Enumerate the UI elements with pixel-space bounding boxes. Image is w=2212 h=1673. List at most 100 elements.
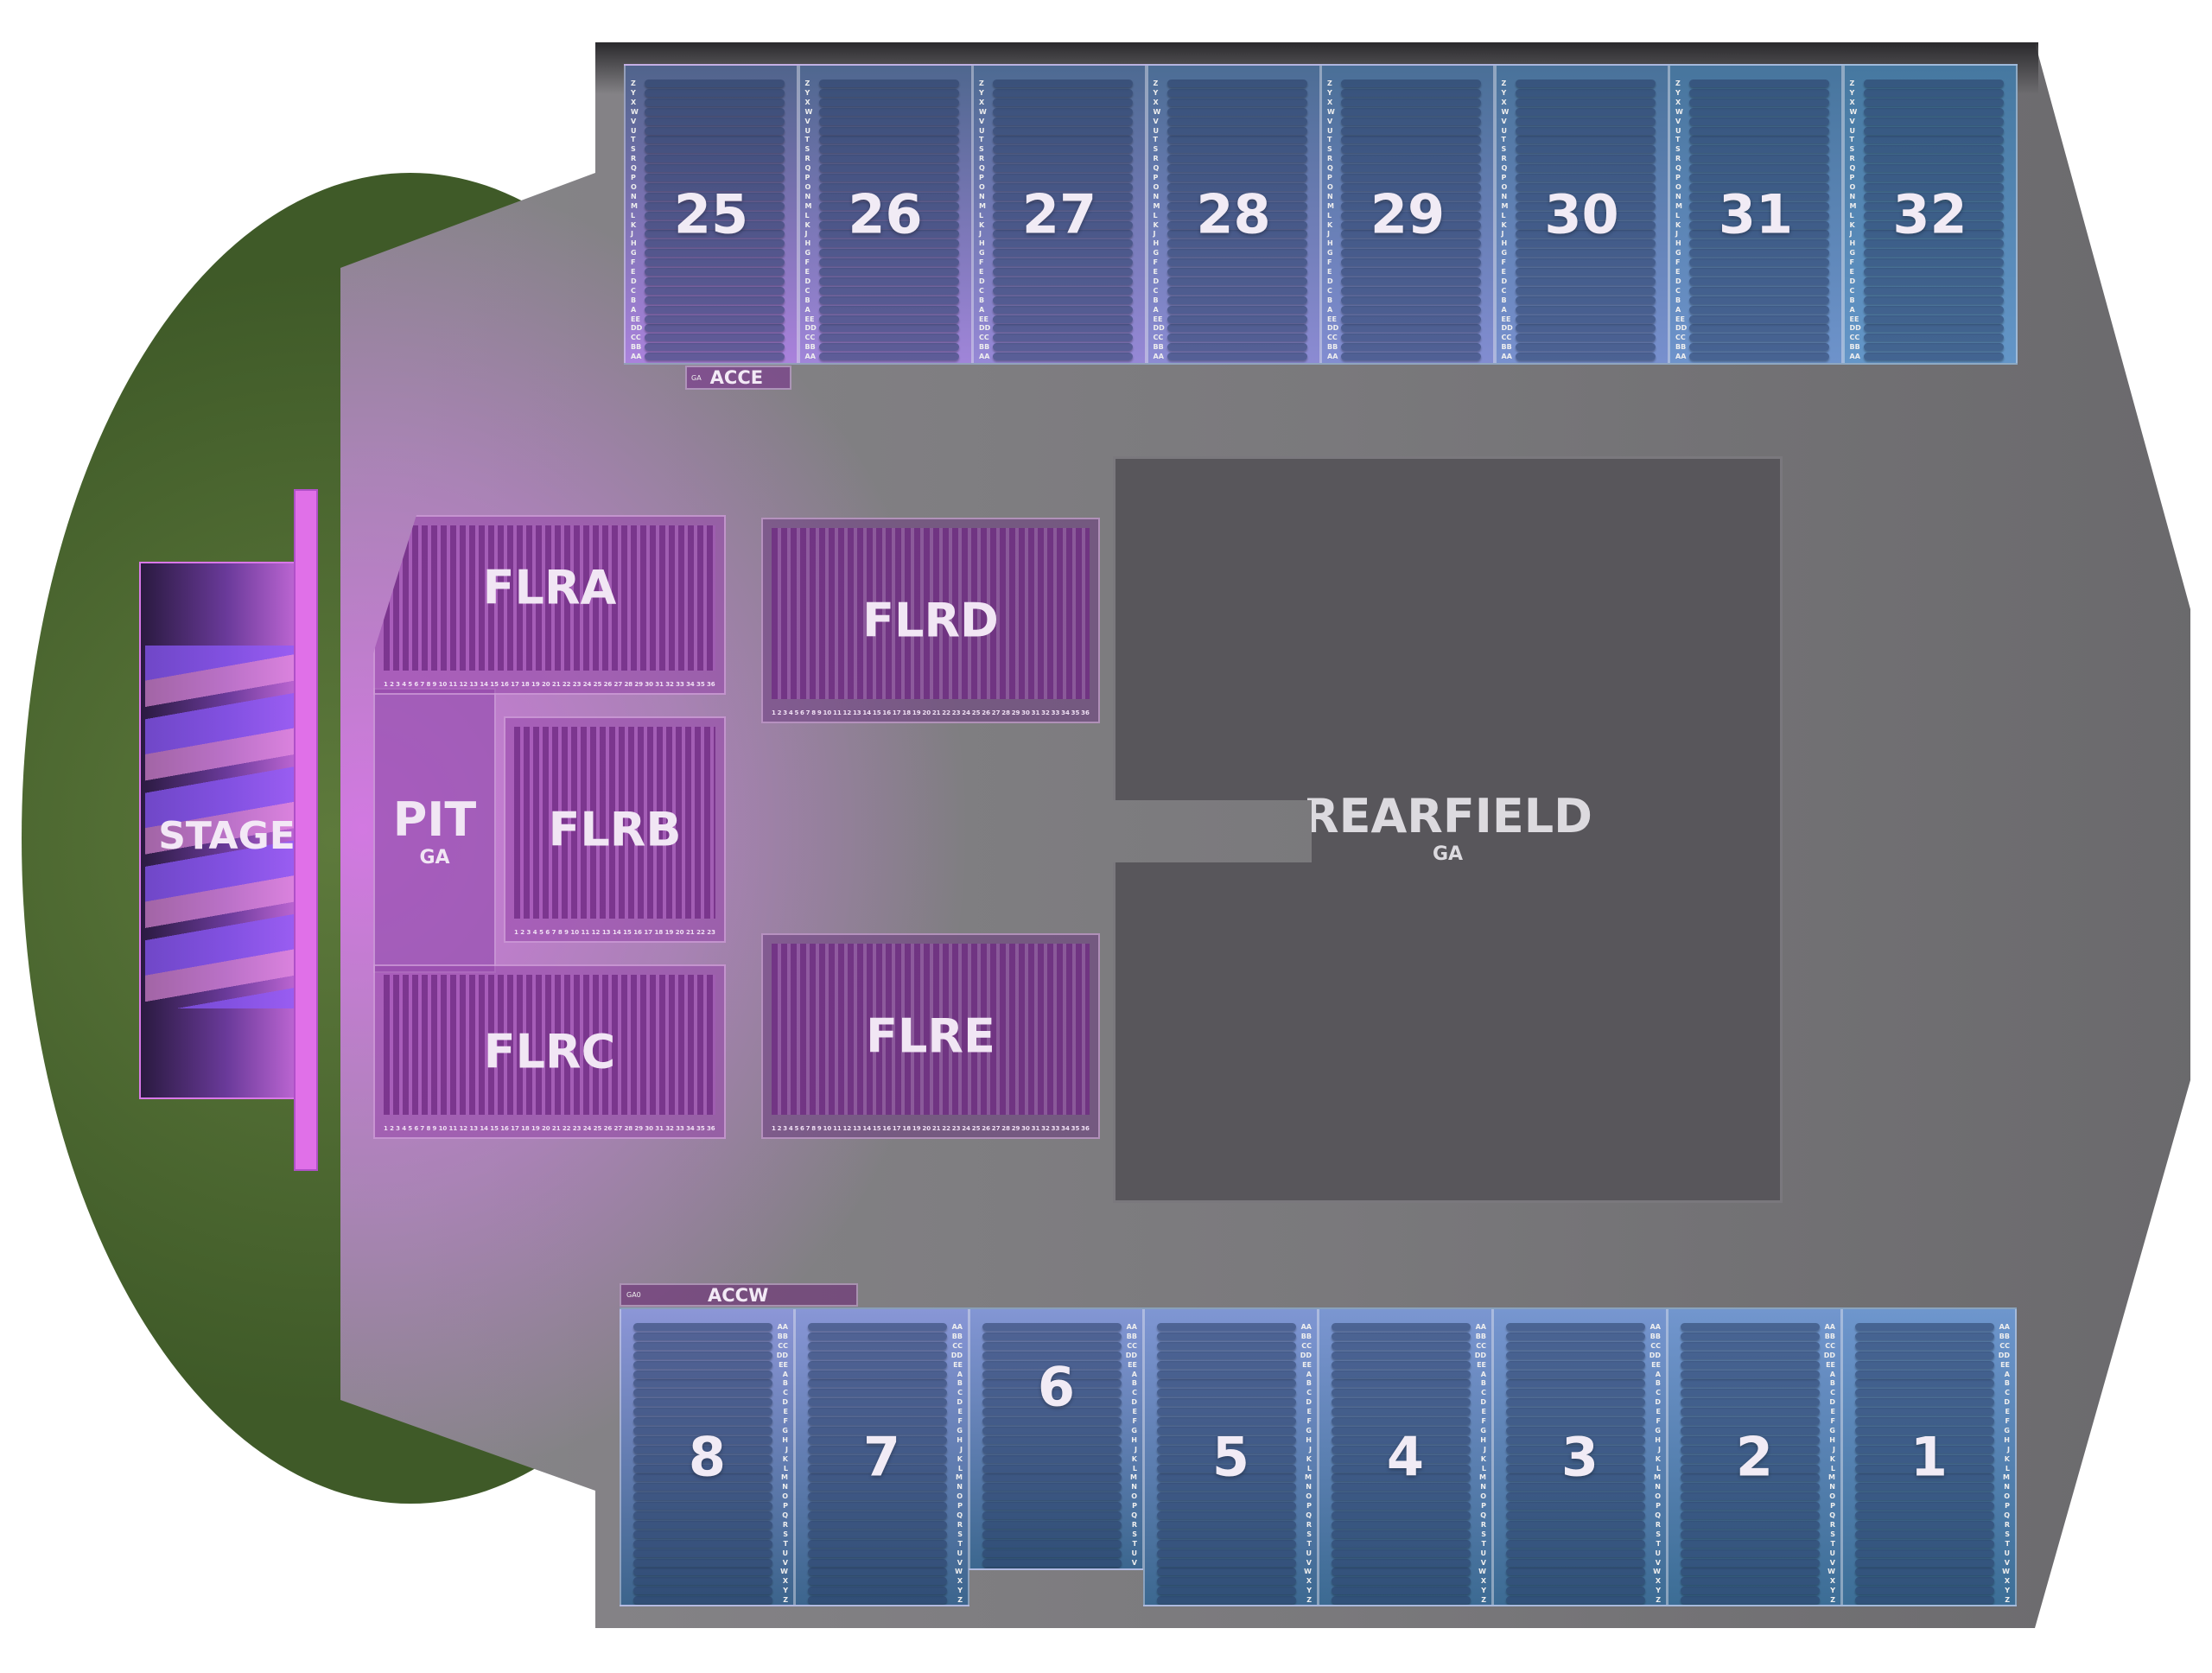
- seat-row[interactable]: [1157, 1370, 1296, 1378]
- seat-row[interactable]: [1515, 80, 1656, 87]
- seat-row[interactable]: [993, 343, 1133, 352]
- seat-row[interactable]: [1681, 1389, 1820, 1397]
- seat-row[interactable]: [818, 239, 959, 248]
- seat-row[interactable]: [1506, 1379, 1645, 1388]
- seat-row[interactable]: [1341, 268, 1481, 276]
- seat-row[interactable]: [1166, 174, 1307, 181]
- seat-row[interactable]: [633, 1370, 772, 1378]
- seat-row[interactable]: [1332, 1370, 1471, 1378]
- seat-row[interactable]: [1506, 1454, 1645, 1463]
- seat-row[interactable]: [1863, 305, 2004, 314]
- seat-row[interactable]: [645, 324, 785, 333]
- seat-row[interactable]: [1166, 315, 1307, 323]
- seat-row[interactable]: [1332, 1558, 1471, 1567]
- seat-row[interactable]: [1863, 324, 2004, 333]
- seat-row[interactable]: [818, 220, 959, 229]
- seat-row[interactable]: [982, 1341, 1122, 1350]
- seat-row[interactable]: [1863, 98, 2004, 106]
- seat-row[interactable]: [1689, 296, 1829, 304]
- seat-row[interactable]: [1863, 88, 2004, 97]
- seat-row[interactable]: [645, 230, 785, 239]
- seat-row[interactable]: [1681, 1370, 1820, 1378]
- seat-row[interactable]: [1681, 1511, 1820, 1519]
- seat-row[interactable]: [1157, 1332, 1296, 1340]
- seat-row[interactable]: [633, 1454, 772, 1463]
- seat-row[interactable]: [808, 1473, 947, 1482]
- seat-row[interactable]: [993, 296, 1133, 304]
- seat-row[interactable]: [1166, 258, 1307, 267]
- seat-row[interactable]: [1506, 1483, 1645, 1492]
- seat-row[interactable]: [1689, 277, 1829, 285]
- seat-row[interactable]: [1506, 1520, 1645, 1529]
- seat-row[interactable]: [645, 88, 785, 97]
- seat-row[interactable]: [1515, 315, 1656, 323]
- seat-row[interactable]: [1157, 1445, 1296, 1454]
- seat-row[interactable]: [982, 1351, 1122, 1359]
- seat-row[interactable]: [633, 1389, 772, 1397]
- seat-row[interactable]: [1341, 277, 1481, 285]
- seat-row[interactable]: [818, 324, 959, 333]
- seat-row[interactable]: [633, 1483, 772, 1492]
- seat-row[interactable]: [1166, 155, 1307, 163]
- seat-row[interactable]: [1341, 155, 1481, 163]
- seat-row[interactable]: [1506, 1473, 1645, 1482]
- seat-row[interactable]: [633, 1549, 772, 1557]
- seat-row[interactable]: [993, 220, 1133, 229]
- seat-row[interactable]: [1332, 1464, 1471, 1473]
- seat-row[interactable]: [808, 1596, 947, 1605]
- seat-row[interactable]: [808, 1332, 947, 1340]
- seat-row[interactable]: [1855, 1520, 1994, 1529]
- seat-row[interactable]: [633, 1351, 772, 1359]
- seat-row[interactable]: [808, 1370, 947, 1378]
- seat-row[interactable]: [1515, 211, 1656, 219]
- seat-row[interactable]: [1341, 164, 1481, 173]
- seat-row[interactable]: [1855, 1341, 1994, 1350]
- seat-row[interactable]: [1863, 268, 2004, 276]
- seat-row[interactable]: [645, 268, 785, 276]
- seat-row[interactable]: [1681, 1435, 1820, 1444]
- seat-row[interactable]: [993, 164, 1133, 173]
- seat-row[interactable]: [1166, 230, 1307, 239]
- seat-row[interactable]: [1855, 1587, 1994, 1595]
- seat-row[interactable]: [982, 1389, 1122, 1397]
- seat-row[interactable]: [1855, 1408, 1994, 1416]
- seat-row[interactable]: [818, 277, 959, 285]
- seat-row[interactable]: [1681, 1596, 1820, 1605]
- seat-row[interactable]: [982, 1483, 1122, 1492]
- seat-row[interactable]: [1341, 249, 1481, 258]
- seat-row[interactable]: [808, 1464, 947, 1473]
- seat-row[interactable]: [993, 201, 1133, 210]
- seat-row[interactable]: [1515, 343, 1656, 352]
- seat-row[interactable]: [645, 136, 785, 144]
- seat-row[interactable]: [1341, 230, 1481, 239]
- seat-row[interactable]: [1515, 145, 1656, 154]
- seat-row[interactable]: [1166, 126, 1307, 135]
- seat-row[interactable]: [1506, 1587, 1645, 1595]
- seat-row[interactable]: [1166, 192, 1307, 200]
- seat-row[interactable]: [1863, 155, 2004, 163]
- seat-row[interactable]: [993, 249, 1133, 258]
- seat-row[interactable]: [818, 258, 959, 267]
- seat-row[interactable]: [1515, 192, 1656, 200]
- seat-row[interactable]: [982, 1568, 1122, 1570]
- seat-row[interactable]: [993, 277, 1133, 285]
- seat-row[interactable]: [633, 1492, 772, 1501]
- seat-row[interactable]: [982, 1530, 1122, 1538]
- seat-row[interactable]: [1855, 1370, 1994, 1378]
- seat-row[interactable]: [1341, 117, 1481, 125]
- seat-row[interactable]: [633, 1426, 772, 1434]
- seat-row[interactable]: [993, 182, 1133, 191]
- seat-row[interactable]: [993, 136, 1133, 144]
- seat-row[interactable]: [1332, 1445, 1471, 1454]
- seat-row[interactable]: [1689, 334, 1829, 342]
- seat-row[interactable]: [1332, 1454, 1471, 1463]
- seat-row[interactable]: [1332, 1379, 1471, 1388]
- seat-row[interactable]: [818, 107, 959, 116]
- seat-row[interactable]: [1681, 1483, 1820, 1492]
- seat-row[interactable]: [808, 1341, 947, 1350]
- seat-row[interactable]: [1166, 277, 1307, 285]
